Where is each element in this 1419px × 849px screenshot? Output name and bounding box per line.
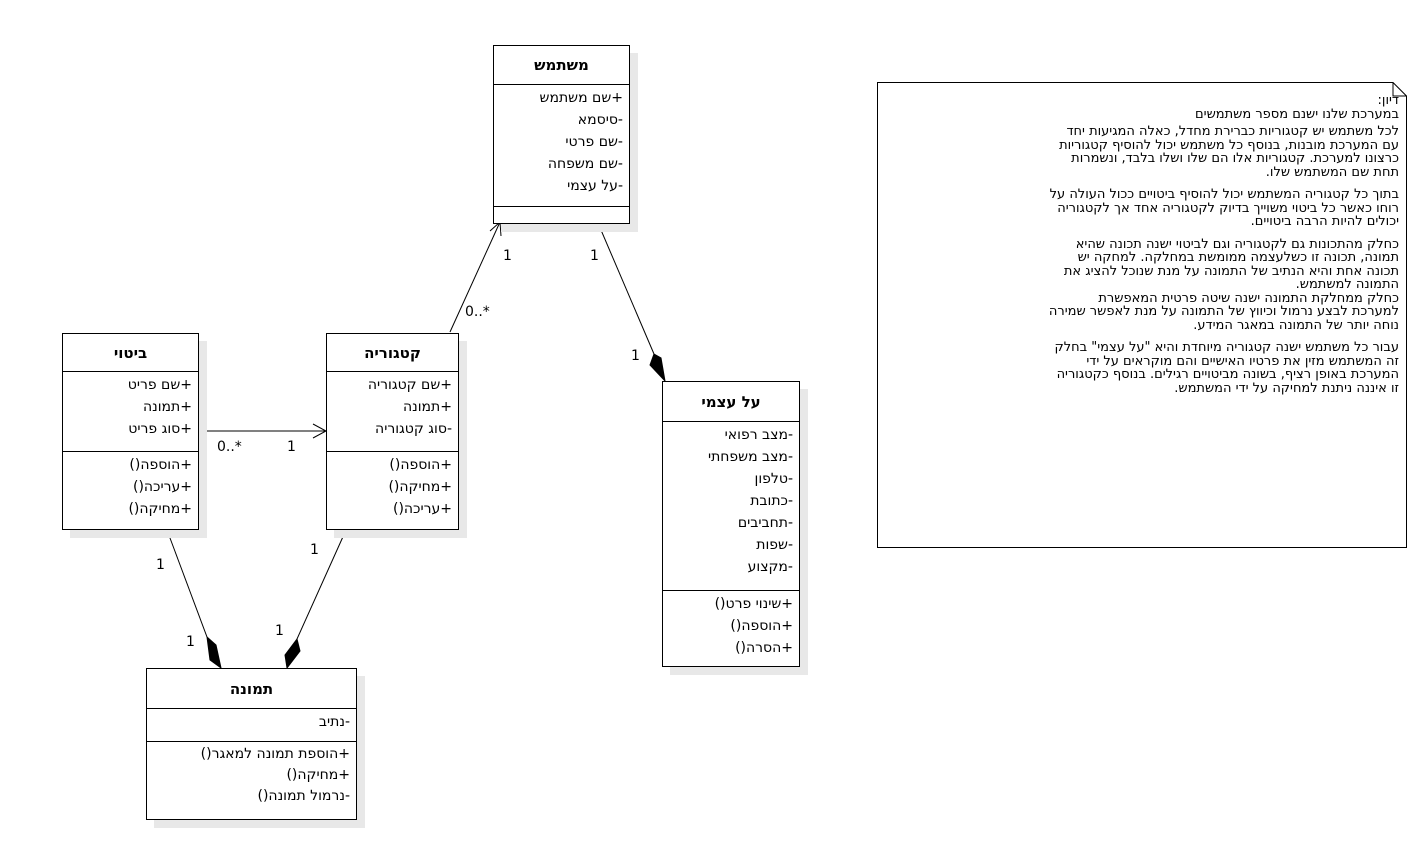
association-category-user: [449, 221, 501, 333]
attribute: -כתובת: [750, 493, 793, 509]
class-title: קטגוריה: [327, 334, 458, 372]
attribute: +סוג פריט: [128, 421, 192, 437]
attribute: -מצב רפואי: [724, 427, 793, 443]
note-shape: [877, 82, 1407, 548]
note-line: כחלק ממחלקת התמונה ישנה שיטה פרטית המאפש…: [1098, 290, 1399, 306]
method: +עריכה(): [392, 501, 452, 517]
method: +הוספת תמונה למאגר(): [200, 746, 350, 762]
method: +הסרה(): [735, 640, 793, 656]
multiplicity-label: 0..*: [465, 304, 490, 320]
note-line: למערכת לבצע נרמול וכיווץ של התמונה על מנ…: [1048, 304, 1399, 319]
method: +הוספה(): [730, 618, 793, 634]
composition-diamond: [649, 353, 666, 383]
method: +הוספה(): [129, 457, 192, 473]
attributes-section: +שם פריט +תמונה +סוג פריט: [63, 372, 198, 451]
multiplicity-label: 1: [186, 634, 195, 650]
attribute: +שם קטגוריה: [367, 377, 452, 393]
attribute: -תחביבים: [737, 515, 793, 531]
methods-section: +הוספה() +מחיקה() +עריכה(): [327, 451, 458, 529]
multiplicity-label: 1: [503, 248, 512, 264]
discussion-note[interactable]: דיון: במערכת שלנו ישנם מספר משתמשים לכל …: [877, 82, 1407, 548]
method: -נרמול תמונה(): [257, 788, 351, 804]
methods-section: [494, 206, 629, 223]
note-line: לכל משתמש יש קטגוריות כברירת מחדל, כאלה …: [1066, 124, 1399, 139]
attribute: -על עצמי: [567, 178, 623, 194]
attribute: -טלפון: [754, 471, 793, 487]
attribute: -סוג קטגוריה: [375, 421, 452, 437]
note-line: עבור כל משתמש ישנה קטגוריה מיוחדת והיא "…: [1054, 340, 1399, 355]
class-title: ביטוי: [63, 334, 198, 372]
composition-diamond: [284, 637, 301, 670]
note-text: דיון: במערכת שלנו ישנם מספר משתמשים לכל …: [883, 94, 1399, 404]
class-image[interactable]: תמונה -נתיב +הוספת תמונה למאגר() +מחיקה(…: [146, 668, 357, 820]
multiplicity-label: 1: [590, 248, 599, 264]
note-line: כרצונו למערכת. קטגוריות אלו הם שלו ושלו …: [1071, 151, 1399, 166]
note-line: יכולים להיות הרבה ביטויים.: [1250, 214, 1399, 229]
attributes-section: +שם משתמש -סיסמא -שם פרטי -שם משפחה -על …: [494, 85, 629, 206]
method: +עריכה(): [132, 479, 192, 495]
note-line: כחלק מהתכונות גם לקטגוריה וגם לביטוי ישנ…: [1075, 236, 1399, 252]
class-title: תמונה: [147, 669, 356, 709]
method: +הוספה(): [389, 457, 452, 473]
method: +מחיקה(): [388, 479, 452, 495]
note-line: עם המערכת מובנות, בנוסף כל משתמש יכול לה…: [1059, 137, 1399, 153]
composition-category-image: [296, 529, 347, 640]
attribute: -שם משפחה: [547, 156, 623, 172]
note-line: זו איננה ניתנת למחיקה על ידי המשתמש.: [1174, 380, 1399, 396]
note-line: התמונה למשתמש.: [1295, 277, 1399, 292]
composition-user-about: [597, 222, 655, 355]
methods-section: +שינוי פרט() +הוספה() +הסרה(): [663, 590, 799, 666]
note-line: המערכת באופן רציף, בשונה מביטויים רגילים…: [1056, 367, 1399, 382]
attribute: +תמונה: [142, 399, 192, 415]
method: +שינוי פרט(): [714, 596, 793, 612]
composition-phrase-image: [166, 529, 208, 638]
class-phrase[interactable]: ביטוי +שם פריט +תמונה +סוג פריט +הוספה()…: [62, 333, 199, 530]
attribute: -מצב משפחתי: [707, 449, 793, 465]
note-line: רוחו כאשר כל ביטוי משוייך בדיוק לקטגוריה…: [1057, 200, 1399, 216]
multiplicity-label: 1: [287, 439, 296, 455]
attributes-section: -מצב רפואי -מצב משפחתי -טלפון -כתובת -תח…: [663, 422, 799, 590]
attribute: -מקצוע: [747, 559, 793, 575]
attribute: +תמונה: [402, 399, 452, 415]
attribute: +שם פריט: [127, 377, 192, 393]
methods-section: +הוספה() +עריכה() +מחיקה(): [63, 451, 198, 529]
method: +מחיקה(): [128, 501, 192, 517]
note-line: בתוך כל קטגוריה המשתמש יכול להוסיף ביטוי…: [1049, 187, 1399, 202]
note-line: נוחה יותר של התמונה במאגר המידע.: [1193, 317, 1399, 333]
method: +מחיקה(): [286, 767, 350, 783]
attribute: +שם משתמש: [539, 90, 623, 106]
multiplicity-label: 1: [631, 348, 640, 364]
note-line: תמונה, תכונה זו כשלעצמה ממומשת במחלקה. ל…: [1077, 250, 1399, 265]
note-header: דיון:: [1377, 93, 1399, 108]
class-about-myself[interactable]: על עצמי -מצב רפואי -מצב משפחתי -טלפון -כ…: [662, 381, 800, 667]
note-line: תחת שם המשתמש שלו.: [1265, 164, 1399, 180]
attribute: -שם פרטי: [565, 134, 623, 150]
class-title: משתמש: [494, 46, 629, 85]
class-category[interactable]: קטגוריה +שם קטגוריה +תמונה -סוג קטגוריה …: [326, 333, 459, 530]
class-user[interactable]: משתמש +שם משתמש -סיסמא -שם פרטי -שם משפח…: [493, 45, 630, 224]
multiplicity-label: 1: [156, 557, 165, 573]
multiplicity-label: 0..*: [217, 439, 242, 455]
attribute: -סיסמא: [577, 112, 623, 128]
attribute: -שפות: [756, 537, 793, 553]
note-line: במערכת שלנו ישנם מספר משתמשים: [1195, 106, 1399, 122]
attributes-section: -נתיב: [147, 709, 356, 741]
class-title: על עצמי: [663, 382, 799, 422]
multiplicity-label: 1: [275, 623, 284, 639]
attribute: -נתיב: [318, 714, 350, 730]
attributes-section: +שם קטגוריה +תמונה -סוג קטגוריה: [327, 372, 458, 451]
methods-section: +הוספת תמונה למאגר() +מחיקה() -נרמול תמו…: [147, 741, 356, 819]
note-line: זה המשתמש מזין את פרטיו האישיים והם מוקר…: [1086, 353, 1399, 369]
note-line: תכונה אחת והיא הנתיב של התמונה על מנת שנ…: [1063, 263, 1399, 279]
composition-diamond: [206, 635, 222, 670]
multiplicity-label: 1: [310, 542, 319, 558]
